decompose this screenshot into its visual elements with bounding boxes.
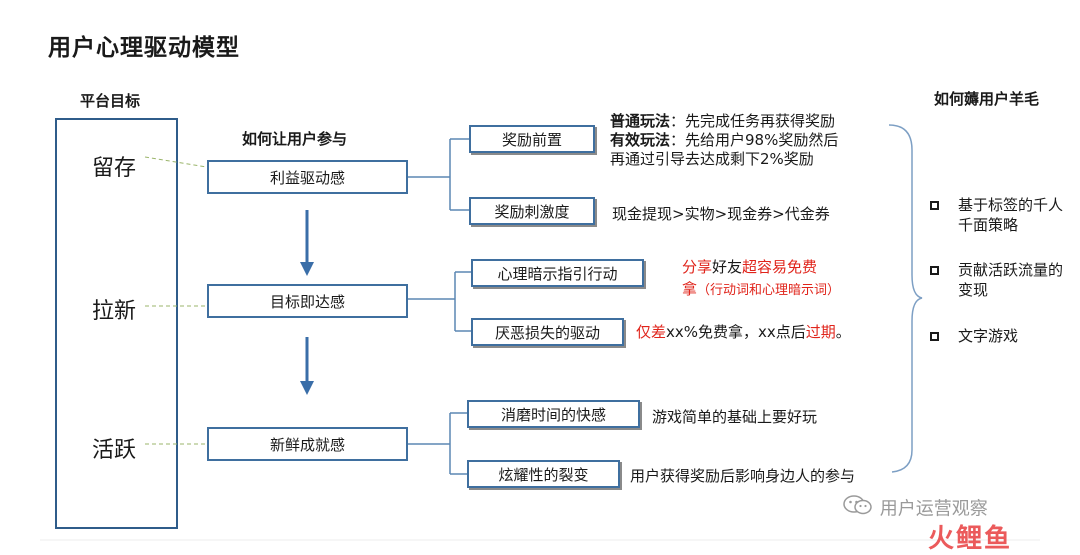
- goal-activity: 活跃: [92, 438, 137, 463]
- bracket-3: [408, 412, 468, 475]
- tactic-psych-hint: 心理暗示指引行动: [471, 259, 644, 287]
- bullet-square-icon: [930, 201, 939, 210]
- desc-psych-hint: 分享好友超容易免费 拿（行动词和心理暗示词）: [682, 258, 841, 298]
- driver-goal-reach: 目标即达感: [207, 284, 408, 318]
- watermark-logo: 火鲤鱼: [928, 524, 1013, 554]
- right-item-traffic-monetization: 贡献活跃流量的变现: [958, 261, 1064, 299]
- driver-achievement: 新鲜成就感: [207, 427, 408, 461]
- tactic-reward-first: 奖励前置: [469, 125, 595, 153]
- driver-benefit: 利益驱动感: [207, 160, 408, 194]
- desc-reward-first: 普通玩法：先完成任务再获得奖励 有效玩法：先给用户98%奖励然后 再通过引导去达…: [610, 112, 839, 168]
- desc-time-killing: 游戏简单的基础上要好玩: [652, 408, 818, 426]
- tactic-show-off-fission: 炫耀性的裂变: [467, 460, 620, 488]
- right-brace: [888, 124, 923, 473]
- tactic-time-killing: 消磨时间的快感: [467, 400, 640, 428]
- wechat-icon: [842, 494, 874, 521]
- goal-retention: 留存: [92, 156, 137, 181]
- header-monetize-users: 如何薅用户羊毛: [934, 90, 1040, 108]
- desc-reward-intensity: 现金提现>实物>现金券>代金券: [612, 205, 830, 223]
- bullet-square-icon: [930, 332, 939, 341]
- tactic-reward-intensity: 奖励刺激度: [469, 197, 595, 225]
- desc-loss-aversion: 仅差xx%免费拿，xx点后过期。: [636, 323, 851, 341]
- header-user-participation: 如何让用户参与: [242, 130, 348, 148]
- goal-frame: [55, 118, 178, 529]
- right-item-word-games: 文字游戏: [958, 327, 1019, 345]
- bracket-2: [408, 271, 472, 332]
- goal-acquisition: 拉新: [92, 299, 137, 324]
- header-platform-goal: 平台目标: [80, 92, 141, 110]
- page-title: 用户心理驱动模型: [48, 35, 240, 61]
- bracket-1: [408, 138, 470, 211]
- tactic-loss-aversion: 厌恶损失的驱动: [471, 318, 624, 346]
- right-item-personalization: 基于标签的千人千面策略: [958, 196, 1064, 234]
- bullet-square-icon: [930, 266, 939, 275]
- watermark: 用户运营观察: [842, 494, 988, 521]
- desc-show-off-fission: 用户获得奖励后影响身边人的参与: [630, 467, 856, 485]
